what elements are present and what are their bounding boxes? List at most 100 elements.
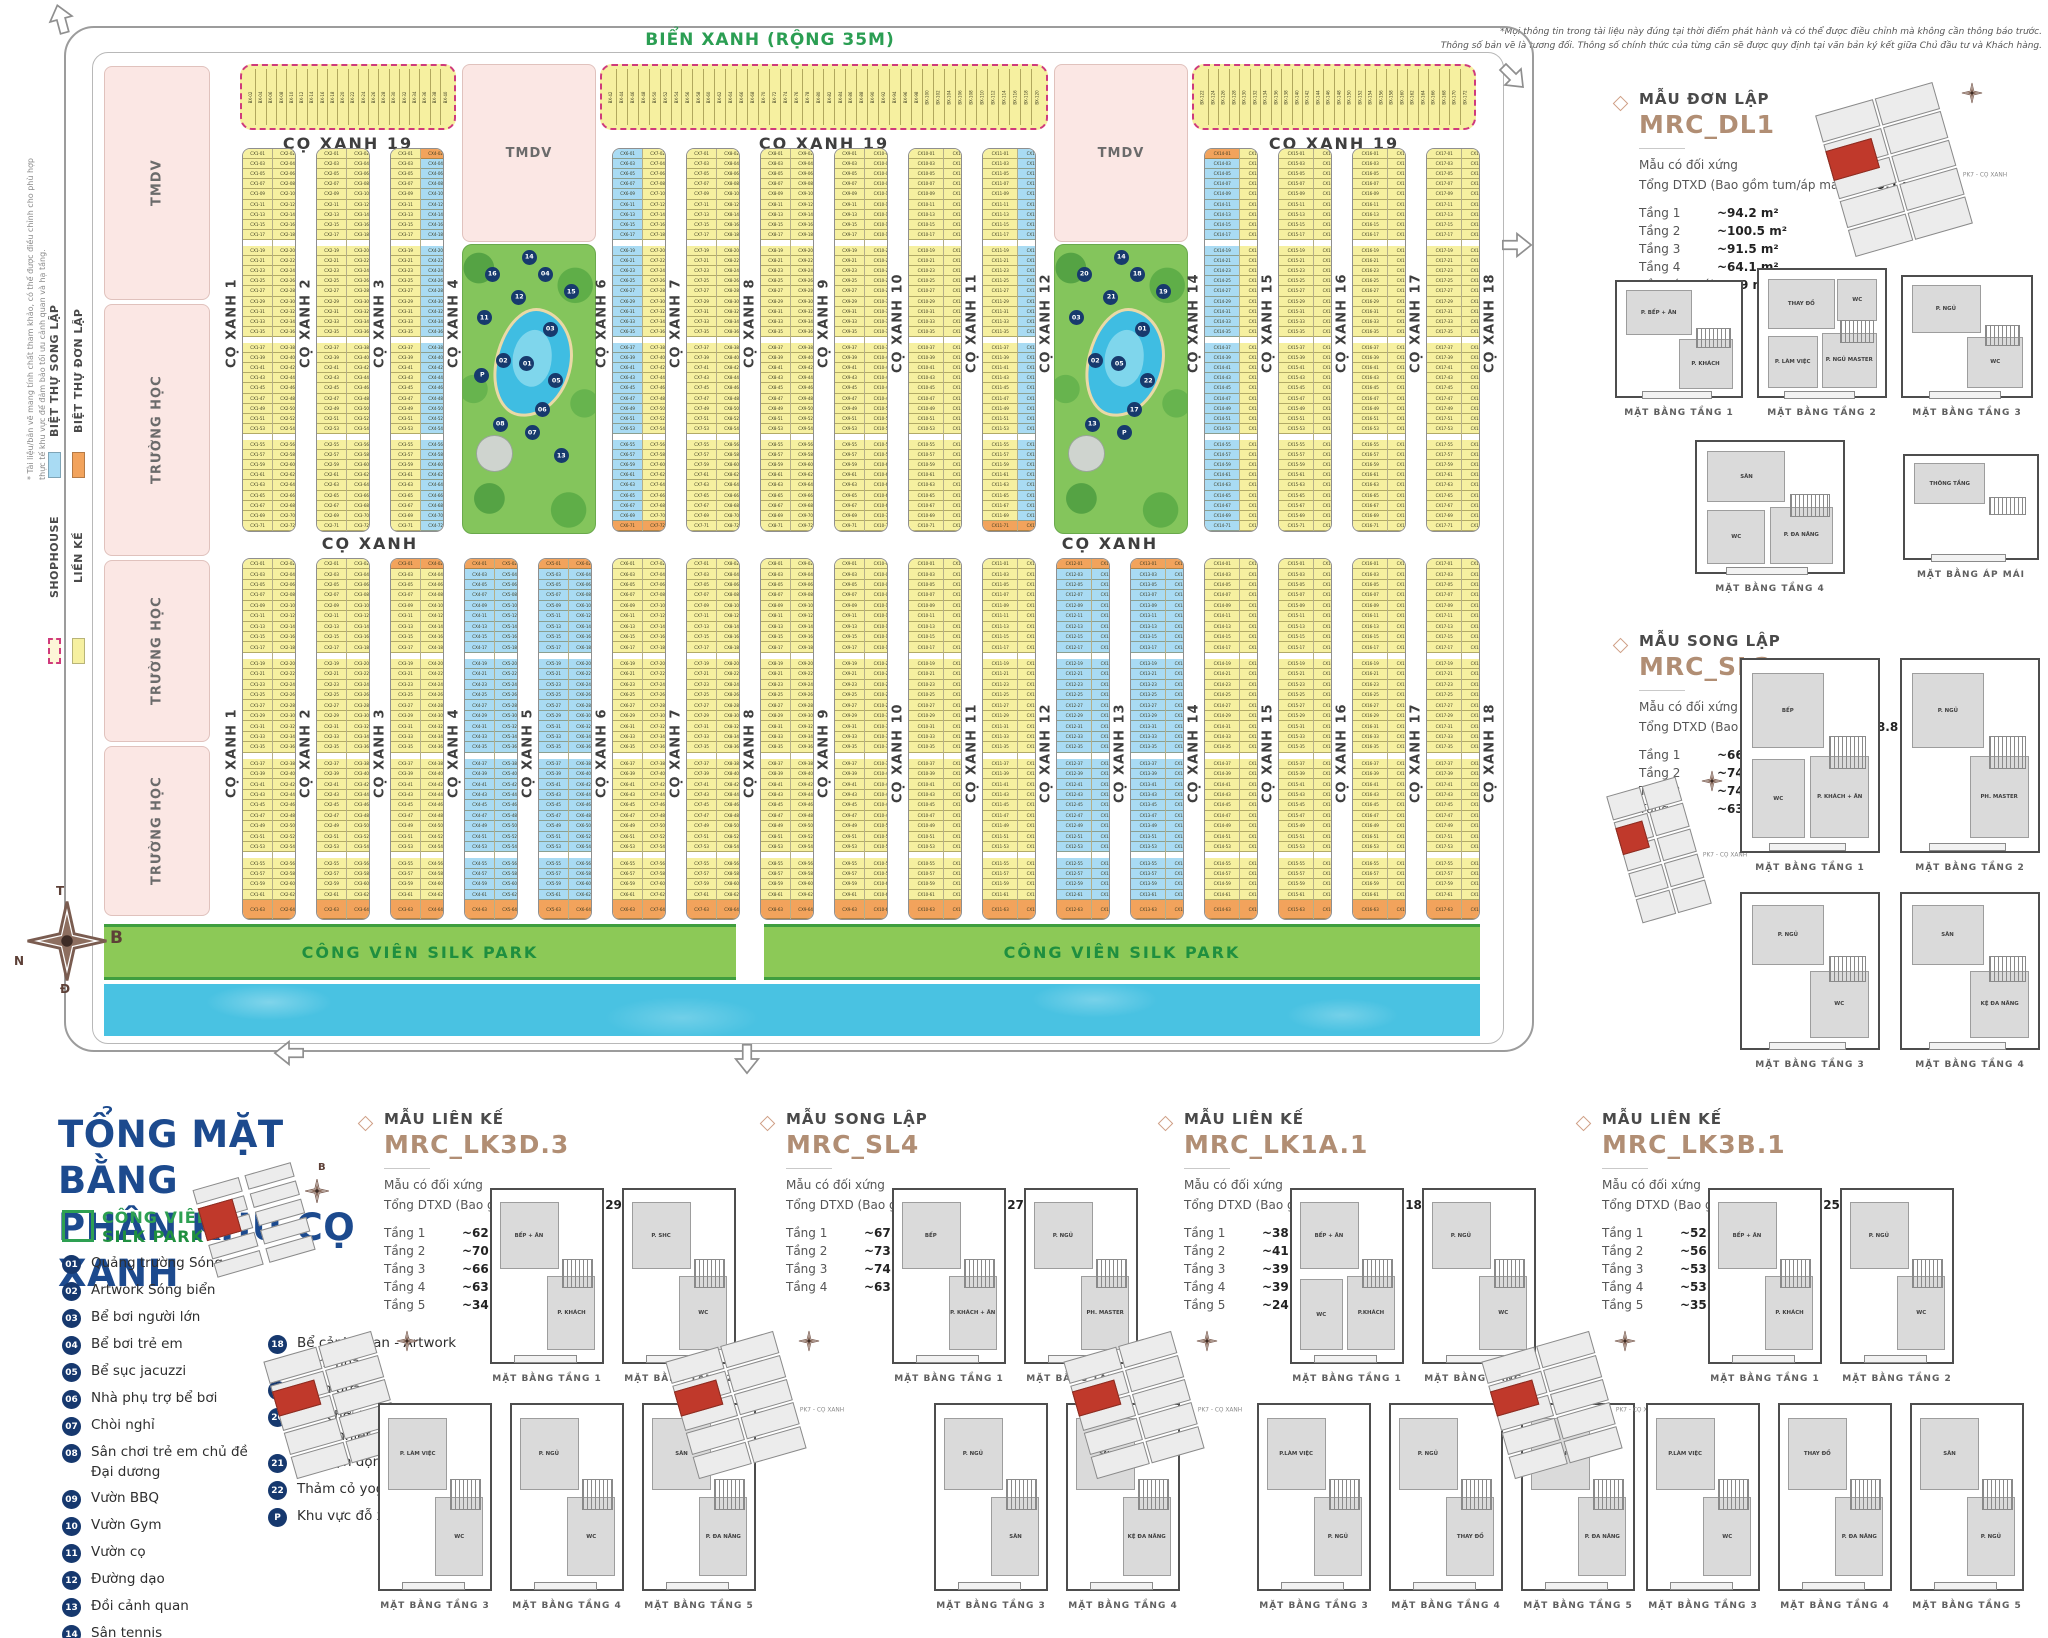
lot-cell: CX2-50 — [273, 821, 295, 832]
lot-cell: CX2-48 — [273, 810, 295, 822]
lot-cell: CX10-28 — [865, 700, 887, 711]
lot-cell: CX8-24 — [717, 679, 739, 691]
lot-cell: CX14-56 — [1166, 858, 1183, 869]
lot-cell: CX15-51 — [1279, 413, 1314, 424]
stair-hatch — [1138, 1478, 1169, 1511]
lot-cell: CX14-17 — [1205, 642, 1240, 653]
lot-cell: CX6-42 — [569, 779, 591, 790]
lot-cell: CX7-20 — [643, 245, 665, 257]
lot-cell: CX11-30 — [944, 710, 961, 722]
lot-cell: CX12-45 — [1057, 800, 1092, 811]
section-keymap: PK7 - CỌ XANH — [1606, 770, 1747, 930]
lot-cell: CX1-35 — [243, 742, 273, 753]
floorplan-room: P. NGỦ — [1911, 673, 1985, 748]
lot-cell: CX10-40 — [865, 769, 887, 780]
lot-cell: CX16-57 — [1353, 868, 1388, 880]
lot-cell: CX5-12 — [495, 611, 517, 622]
lot-cell: CX10-24 — [865, 679, 887, 691]
lot-cell: CX15-63 — [1279, 900, 1314, 919]
lot-cell: CX12-54 — [1018, 423, 1035, 434]
lot-cell: CX11-25 — [983, 690, 1018, 701]
lot-cell: CX17-27 — [1427, 286, 1462, 297]
lot-cell: CX18-04 — [1462, 569, 1479, 580]
lot-cell: CX6-53 — [613, 841, 643, 853]
lot-cell: CX8-18 — [717, 642, 739, 653]
lot-cell: CX6-65 — [613, 490, 643, 501]
lot-cell: CX12-27 — [1057, 700, 1092, 711]
lot-cell: CX9-11 — [835, 199, 865, 210]
lot-cell: CX14-47 — [1205, 810, 1240, 822]
lot-cell: CX9-14 — [791, 621, 813, 632]
lot-cell: CX18-64 — [1462, 900, 1479, 919]
lot-cell: CX6-37 — [613, 342, 643, 354]
shophouse-lot: BX-72 — [769, 69, 781, 125]
lot-cell: CX10-08 — [865, 590, 887, 601]
lot-cell: CX6-08 — [569, 590, 591, 601]
lot-cell: CX10-56 — [865, 858, 887, 869]
street-label: CỌ XANH 5 — [520, 708, 536, 798]
lot-cell: CX15-08 — [1240, 590, 1257, 601]
lot-cell: CX15-15 — [1279, 631, 1314, 643]
lot-cell: CX7-53 — [687, 423, 717, 434]
lot-cell: CX2-71 — [317, 520, 347, 531]
lot-cell: CX15-11 — [1279, 199, 1314, 210]
lot-cell: CX13-16 — [1092, 631, 1109, 643]
lot-cell: CX8-42 — [717, 363, 739, 374]
lot-cell: CX10-21 — [909, 669, 944, 680]
amenity-label: Đường dạo — [91, 1571, 165, 1588]
lot-cell: CX17-10 — [1388, 189, 1405, 200]
lot-cell: CX7-04 — [643, 159, 665, 170]
lot-cell: CX2-20 — [273, 245, 295, 257]
lot-cell: CX14-27 — [1205, 286, 1240, 297]
lot-cell: CX10-24 — [865, 266, 887, 277]
lot-cell: CX12-36 — [1018, 742, 1035, 753]
lot-cell: CX2-55 — [317, 439, 347, 451]
lot-cell: CX16-49 — [1353, 821, 1388, 832]
lot-cell: CX15-40 — [1240, 353, 1257, 364]
shophouse-lot: BX-166 — [1429, 69, 1440, 125]
street-label: CỌ XANH 3 — [372, 708, 388, 798]
shophouse-lot: BX-110 — [977, 69, 989, 125]
lot-cell: CX10-09 — [909, 600, 944, 612]
section-divider — [1602, 1168, 1648, 1169]
lot-cell: CX2-11 — [317, 199, 347, 210]
lot-cell: CX10-30 — [865, 296, 887, 307]
lot-cell: CX7-30 — [643, 710, 665, 722]
lot-cell: CX2-28 — [273, 700, 295, 711]
lot-cell: CX15-68 — [1240, 500, 1257, 511]
lot-cell: CX15-32 — [1240, 721, 1257, 732]
lot-cell: CX10-47 — [909, 810, 944, 822]
lot-cell: CX7-54 — [643, 423, 665, 434]
lot-cell: CX6-30 — [569, 710, 591, 722]
lot-cell: CX7-37 — [687, 342, 717, 354]
lot-cell: CX10-60 — [865, 460, 887, 471]
lot-cell: CX8-57 — [761, 450, 791, 461]
lot-cell: CX16-63 — [1353, 900, 1388, 919]
lot-cell: CX17-30 — [1388, 710, 1405, 722]
lot-cell: CX12-26 — [1018, 276, 1035, 287]
lot-cell: CX9-39 — [835, 769, 865, 780]
lot-cell: CX1-45 — [243, 383, 273, 394]
lot-cell: CX4-18 — [421, 229, 443, 240]
floor-label: Tầng 3 — [786, 1262, 828, 1276]
lot-cell: CX3-34 — [347, 731, 369, 743]
lot-cell: CX17-20 — [1388, 245, 1405, 257]
lot-cell: CX16-29 — [1353, 710, 1388, 722]
lot-cell: CX10-18 — [865, 229, 887, 240]
lot-cell: CX9-55 — [835, 858, 865, 869]
amenity-number-badge: 05 — [62, 1363, 81, 1382]
lot-cell: CX8-59 — [761, 879, 791, 890]
lot-cell: CX11-17 — [983, 229, 1018, 240]
lot-cell: CX9-61 — [835, 470, 865, 481]
lot-cell: CX14-71 — [1205, 520, 1240, 531]
lot-cell: CX4-39 — [465, 769, 495, 780]
lot-cell: CX7-25 — [687, 690, 717, 701]
lot-cell: CX17-53 — [1427, 423, 1462, 434]
amenity-label: Vườn BBQ — [91, 1490, 160, 1507]
keymap-compass-icon — [1701, 770, 1723, 792]
section-code: MRC_DL1 — [1639, 110, 1776, 139]
lot-cell: CX6-03 — [613, 159, 643, 170]
